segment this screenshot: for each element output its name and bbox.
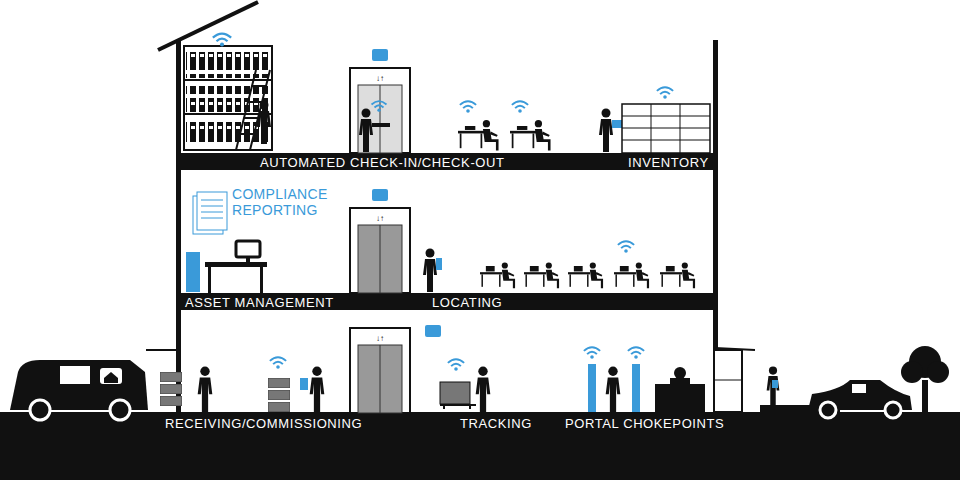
svg-text:↓↑: ↓↑ (376, 214, 384, 223)
floor-label: AUTOMATED CHECK-IN/CHECK-OUT (260, 155, 505, 170)
floor-label: TRACKING (460, 416, 532, 431)
blue-caption: COMPLIANCE REPORTING (232, 186, 342, 218)
floor-label: ASSET MANAGEMENT (185, 295, 334, 310)
floor-label: INVENTORY (628, 155, 709, 170)
floor-label: RECEIVING/COMMISSIONING (165, 416, 362, 431)
svg-text:↓↑: ↓↑ (376, 74, 384, 83)
floor-label: LOCATING (432, 295, 502, 310)
floor-label: PORTAL CHOKEPOINTS (565, 416, 724, 431)
svg-text:↓↑: ↓↑ (376, 334, 384, 343)
